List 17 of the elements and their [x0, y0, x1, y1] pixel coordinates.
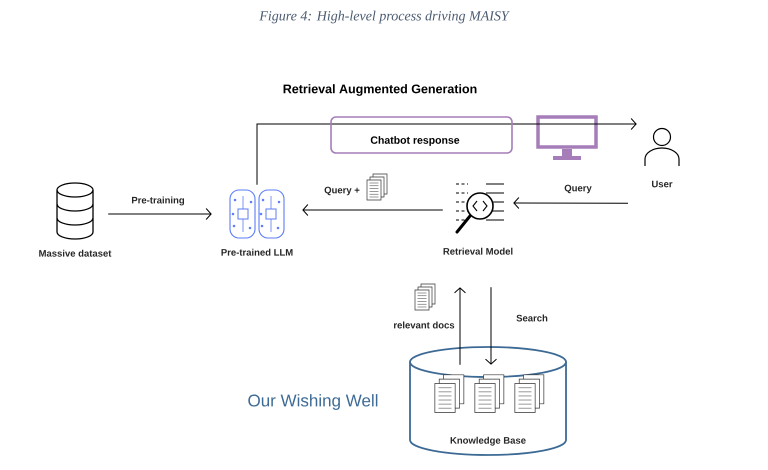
edge-label: Query +: [324, 186, 360, 196]
node-label: Knowledge Base: [450, 436, 526, 446]
arrow: [302, 204, 444, 216]
arrow: [256, 118, 637, 186]
response-box: Chatbot response: [330, 116, 513, 154]
edge-label: relevant docs: [394, 322, 454, 328]
callout-text: Our Wishing Well: [248, 394, 378, 410]
arrow: [454, 287, 466, 366]
edge-label: Query: [564, 184, 592, 194]
diagram-title: Retrieval Augmented Generation: [284, 84, 476, 96]
arrow: [485, 286, 497, 365]
figure-caption: Figure 4: High-level process driving MAISY: [259, 10, 510, 24]
edge-label: Search: [516, 314, 548, 322]
edge-label: Pre-training: [132, 196, 184, 206]
database-cylinder: Knowledge Base: [409, 346, 567, 456]
arrow: [513, 197, 628, 209]
arrow: [108, 208, 212, 220]
